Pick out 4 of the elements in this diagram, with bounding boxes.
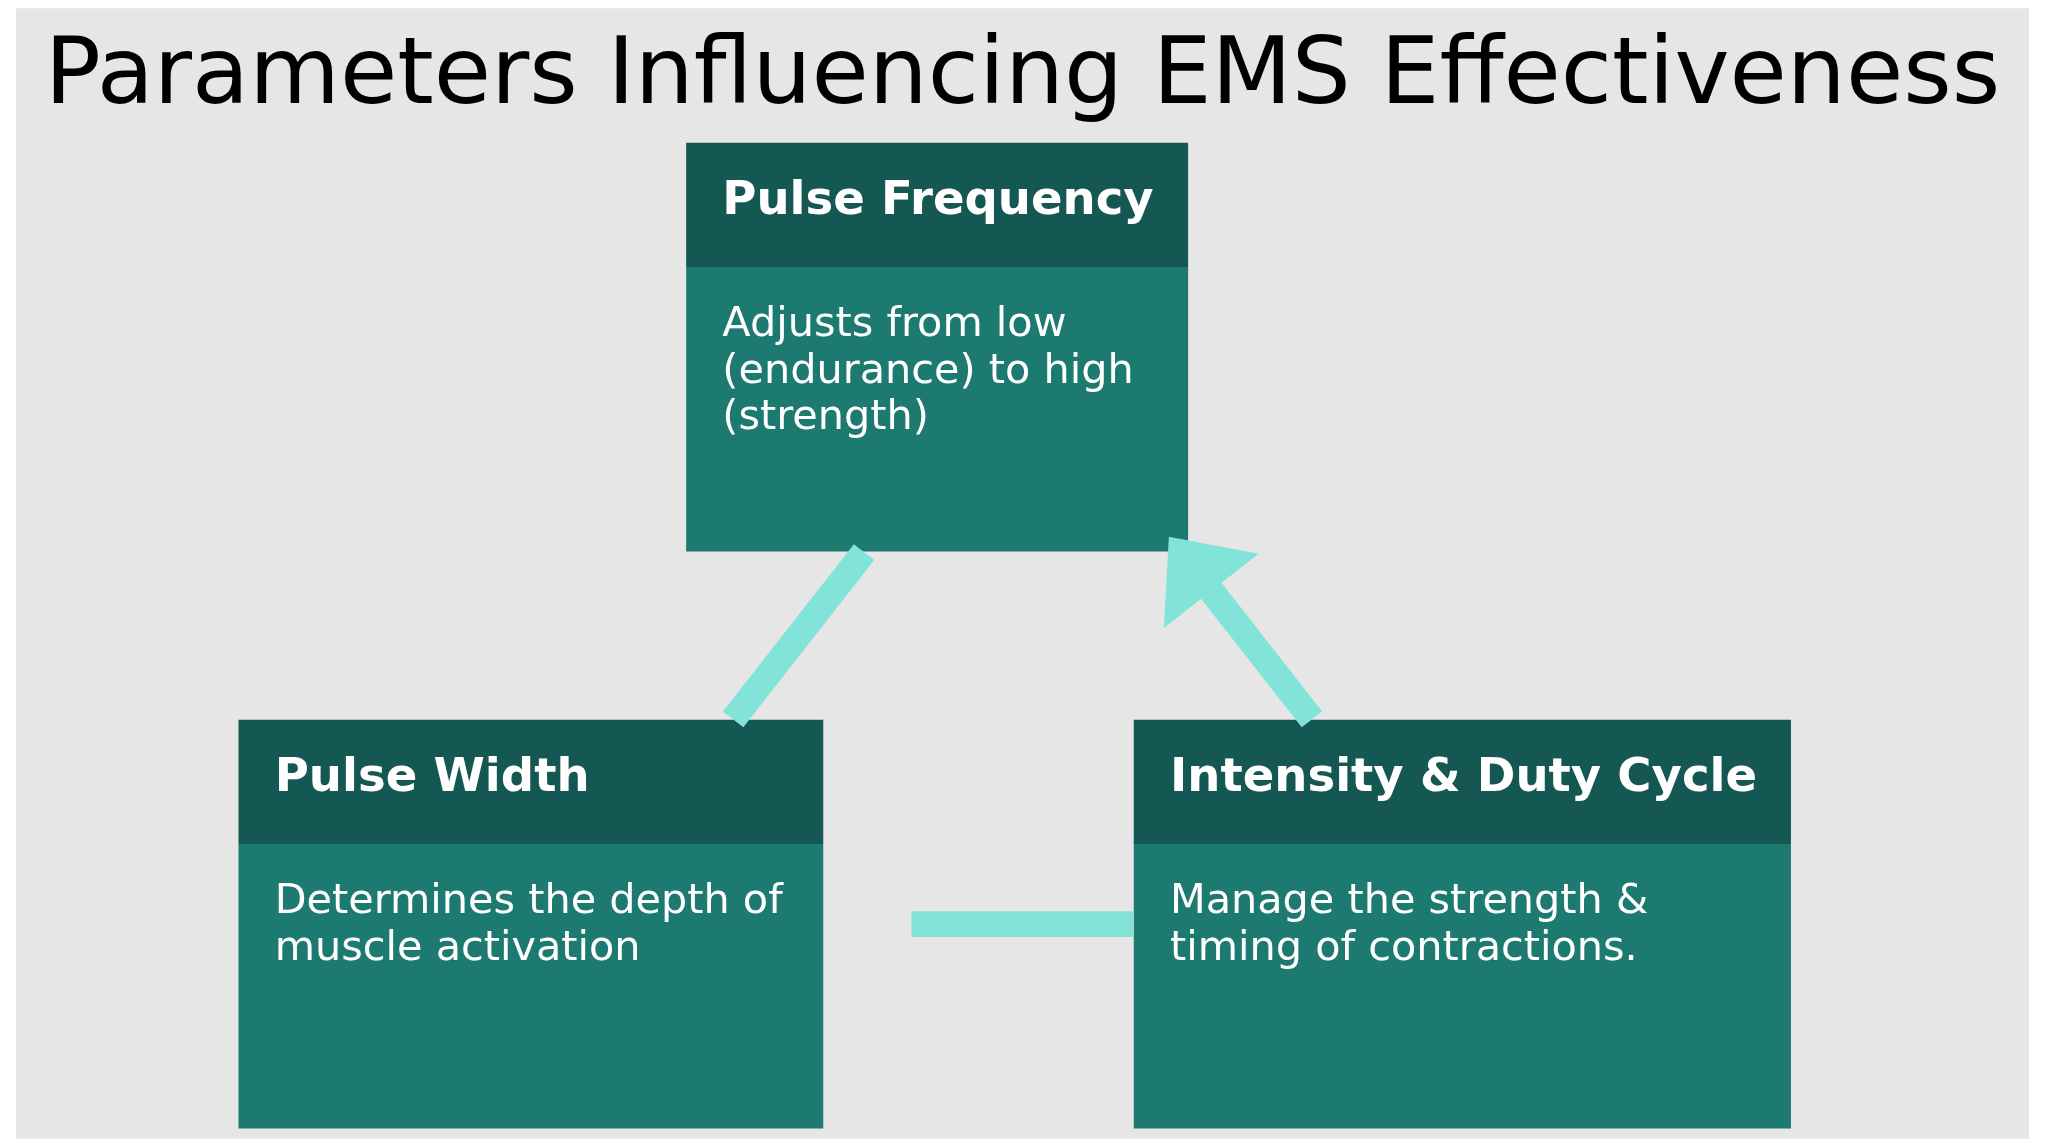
arrow <box>1163 536 1323 728</box>
connector <box>722 544 875 728</box>
diagram-title: Parameters Influencing EMS Effectiveness <box>44 17 2001 126</box>
connector <box>911 911 1133 938</box>
